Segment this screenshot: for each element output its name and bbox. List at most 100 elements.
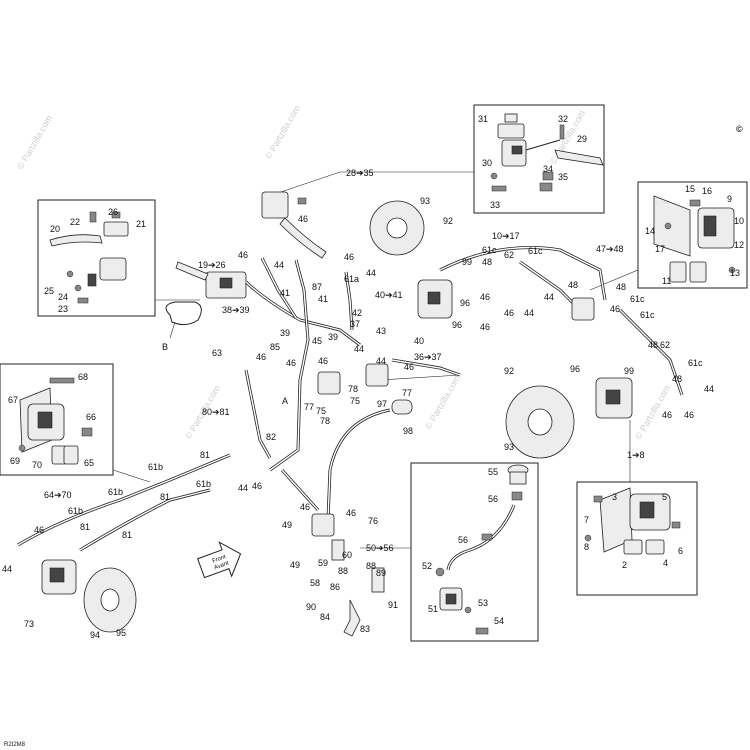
master-cylinder-inset-parts	[490, 113, 604, 192]
part-label: 4	[663, 558, 668, 568]
part-label: 46	[610, 304, 620, 314]
caliper-top-center	[417, 279, 453, 319]
callout-36-37: 36➔37	[414, 352, 442, 362]
part-label: 31	[478, 114, 488, 124]
part-label: 61c	[640, 310, 655, 320]
hand-lever-inset-parts	[49, 211, 129, 304]
part-label: 90	[306, 602, 316, 612]
callout-38-39: 38➔39	[222, 305, 250, 315]
part-label: 32	[558, 114, 568, 124]
caliper-right-mid	[595, 377, 633, 419]
part-label: 25	[44, 286, 54, 296]
callout-19-26: 19➔26	[198, 260, 226, 270]
part-label: 67	[8, 395, 18, 405]
part-label: 46	[480, 322, 490, 332]
part-label: 56	[488, 494, 498, 504]
part-label: 77	[304, 402, 314, 412]
front-caliper-left-inset-parts	[18, 377, 93, 465]
part-labels: 31 32 29 30 34 35 33 22 26 21 20 25 24 2…	[2, 114, 744, 640]
part-label: 61c	[528, 246, 543, 256]
callout-64-70: 64➔70	[44, 490, 72, 500]
part-label: 86	[330, 582, 340, 592]
front-label: Front	[212, 554, 228, 565]
part-label: 44	[274, 260, 284, 270]
callout-a: A	[282, 396, 288, 406]
part-label: 61b	[148, 462, 163, 472]
part-label: 9	[727, 194, 732, 204]
callout-b: B	[162, 342, 168, 352]
part-label: 61c	[688, 358, 703, 368]
part-label: 66	[86, 412, 96, 422]
part-label: 48	[648, 340, 658, 350]
part-label: 77	[402, 388, 412, 398]
leader-36-37	[379, 374, 461, 381]
part-label: 6	[678, 546, 683, 556]
part-label: 84	[320, 612, 330, 622]
part-label: 93	[504, 442, 514, 452]
part-label: 44	[238, 483, 248, 493]
callout-28-35: 28➔35	[346, 168, 374, 178]
part-label: 48	[616, 282, 626, 292]
part-label: 96	[570, 364, 580, 374]
part-label: 87	[312, 282, 322, 292]
part-label: 34	[543, 164, 553, 174]
part-label: 96	[452, 320, 462, 330]
part-label: 48	[568, 280, 578, 290]
part-label: 46	[252, 481, 262, 491]
part-label: 61b	[68, 506, 83, 516]
part-label: 99	[462, 257, 472, 267]
part-label: 5	[662, 492, 667, 502]
part-label: 46	[298, 214, 308, 224]
handlebar-master-left	[175, 261, 247, 299]
part-label: 63	[212, 348, 222, 358]
part-label: 30	[482, 158, 492, 168]
part-label: 46	[256, 352, 266, 362]
part-label: 81	[200, 450, 210, 460]
part-label: 10	[734, 216, 744, 226]
part-label: 61c	[482, 245, 497, 255]
part-label: 92	[443, 216, 453, 226]
inset-master-cylinder-top	[473, 104, 605, 214]
part-label: 53	[478, 598, 488, 608]
part-label: 48	[482, 257, 492, 267]
part-label: 26	[108, 207, 118, 217]
part-label: 42	[352, 308, 362, 318]
part-label: 51	[428, 604, 438, 614]
leader-47-48	[589, 269, 639, 291]
part-label: 41	[318, 294, 328, 304]
part-label: 44	[354, 344, 364, 354]
part-label: 62	[660, 340, 670, 350]
part-label: 22	[70, 217, 80, 227]
watermark: © Partzilla.com	[423, 373, 462, 431]
front-caliper-right-inset-parts	[653, 195, 736, 283]
part-label: 7	[584, 515, 589, 525]
part-label: 85	[270, 342, 280, 352]
part-label: 89	[376, 568, 386, 578]
part-label: 82	[266, 432, 276, 442]
part-label: 44	[376, 356, 386, 366]
part-label: 75	[316, 406, 326, 416]
part-label: 97	[377, 399, 387, 409]
part-label: 11	[662, 276, 671, 286]
part-label: 49	[290, 560, 300, 570]
caliper-bottom-left	[41, 559, 77, 595]
part-label: 3	[612, 492, 617, 502]
part-label: 40	[414, 336, 424, 346]
part-label: 46	[344, 252, 354, 262]
handlebar-master-top	[261, 191, 327, 259]
part-label: 29	[577, 134, 587, 144]
part-label: 98	[403, 426, 413, 436]
part-label: 68	[78, 372, 88, 382]
part-label: 81	[122, 530, 132, 540]
part-label: 46	[346, 508, 356, 518]
part-label: 62	[504, 250, 514, 260]
brake-lines	[17, 246, 684, 552]
part-label: 44	[366, 268, 376, 278]
part-label: 61a	[344, 274, 359, 284]
hose-loop-b	[165, 301, 202, 326]
part-label: 54	[494, 616, 504, 626]
callouts: 28➔35 10➔17 47➔48 19➔26 38➔39 40➔41 36➔3…	[44, 168, 645, 553]
part-label: 43	[376, 326, 386, 336]
part-label: 52	[422, 561, 432, 571]
